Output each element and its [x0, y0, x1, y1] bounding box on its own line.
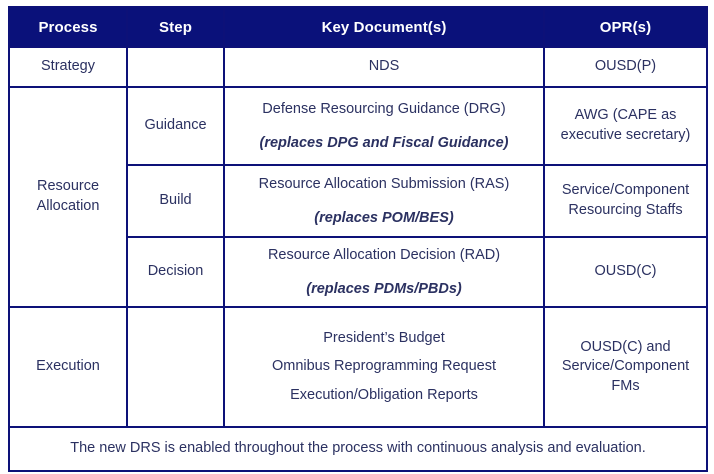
column-header-step: Step: [126, 6, 225, 48]
cell-step-build: Build: [126, 164, 225, 238]
opr-line: Resourcing Staffs: [568, 202, 683, 218]
cell-opr-strategy: OUSD(P): [543, 46, 708, 88]
opr-line: OUSD(C) and: [580, 338, 671, 355]
cell-documents-decision: Resource Allocation Decision (RAD) (repl…: [223, 236, 545, 308]
column-header-process: Process: [8, 6, 128, 48]
table-footer-row: The new DRS is enabled throughout the pr…: [8, 426, 708, 472]
cell-opr-guidance: AWG (CAPE as executive secretary): [543, 86, 708, 166]
opr-line: executive secretary): [560, 127, 691, 143]
document-replaces-note: (replaces PDMs/PBDs): [306, 281, 462, 297]
document-line: President’s Budget: [323, 329, 445, 346]
cell-step-decision: Decision: [126, 236, 225, 308]
cell-process-strategy: Strategy: [8, 46, 128, 88]
cell-process-resource-allocation: Resource Allocation: [8, 86, 128, 308]
document-title: Resource Allocation Decision (RAD): [267, 247, 501, 264]
document-replaces-note: (replaces DPG and Fiscal Guidance): [259, 135, 509, 151]
cell-step-strategy: [126, 46, 225, 88]
document-title: Resource Allocation Submission (RAS): [258, 176, 510, 193]
table-row: Resource Allocation Guidance Defense Res…: [8, 86, 708, 308]
document-replaces-note: (replaces POM/BES): [314, 210, 454, 226]
column-header-key-documents: Key Document(s): [223, 6, 545, 48]
cell-documents-guidance: Defense Resourcing Guidance (DRG) (repla…: [223, 86, 545, 166]
cell-documents-strategy: NDS: [223, 46, 545, 88]
document-title: Defense Resourcing Guidance (DRG): [262, 101, 506, 118]
cell-process-execution: Execution: [8, 306, 128, 428]
cell-step-guidance: Guidance: [126, 86, 225, 166]
cell-opr-build: Service/Component Resourcing Staffs: [543, 164, 708, 238]
table-body: Strategy NDS OUSD(P) Resource Allocation…: [8, 46, 708, 472]
document-line: Execution/Obligation Reports: [290, 386, 478, 403]
table-header: Process Step Key Document(s) OPR(s): [8, 6, 708, 48]
cell-documents-build: Resource Allocation Submission (RAS) (re…: [223, 164, 545, 238]
column-header-opr: OPR(s): [543, 6, 708, 48]
opr-line: FMs: [611, 377, 640, 394]
footer-note: The new DRS is enabled throughout the pr…: [8, 426, 708, 472]
cell-documents-execution: President’s Budget Omnibus Reprogramming…: [223, 306, 545, 428]
cell-opr-execution: OUSD(C) and Service/Component FMs: [543, 306, 708, 428]
table-row: Execution President’s Budget Omnibus Rep…: [8, 306, 708, 428]
drs-process-table: Process Step Key Document(s) OPR(s) Stra…: [8, 6, 708, 472]
document-line: Omnibus Reprogramming Request: [271, 358, 497, 375]
table-row: Build Resource Allocation Submission (RA…: [9, 164, 708, 238]
header-row: Process Step Key Document(s) OPR(s): [8, 6, 708, 48]
opr-line: Service/Component: [561, 182, 690, 199]
table-row: Decision Resource Allocation Decision (R…: [9, 236, 708, 308]
cell-step-execution: [126, 306, 225, 428]
table-row: Strategy NDS OUSD(P): [8, 46, 708, 88]
opr-line: AWG (CAPE as: [574, 107, 677, 124]
opr-line: Service/Component: [561, 358, 690, 375]
cell-opr-decision: OUSD(C): [543, 236, 708, 308]
